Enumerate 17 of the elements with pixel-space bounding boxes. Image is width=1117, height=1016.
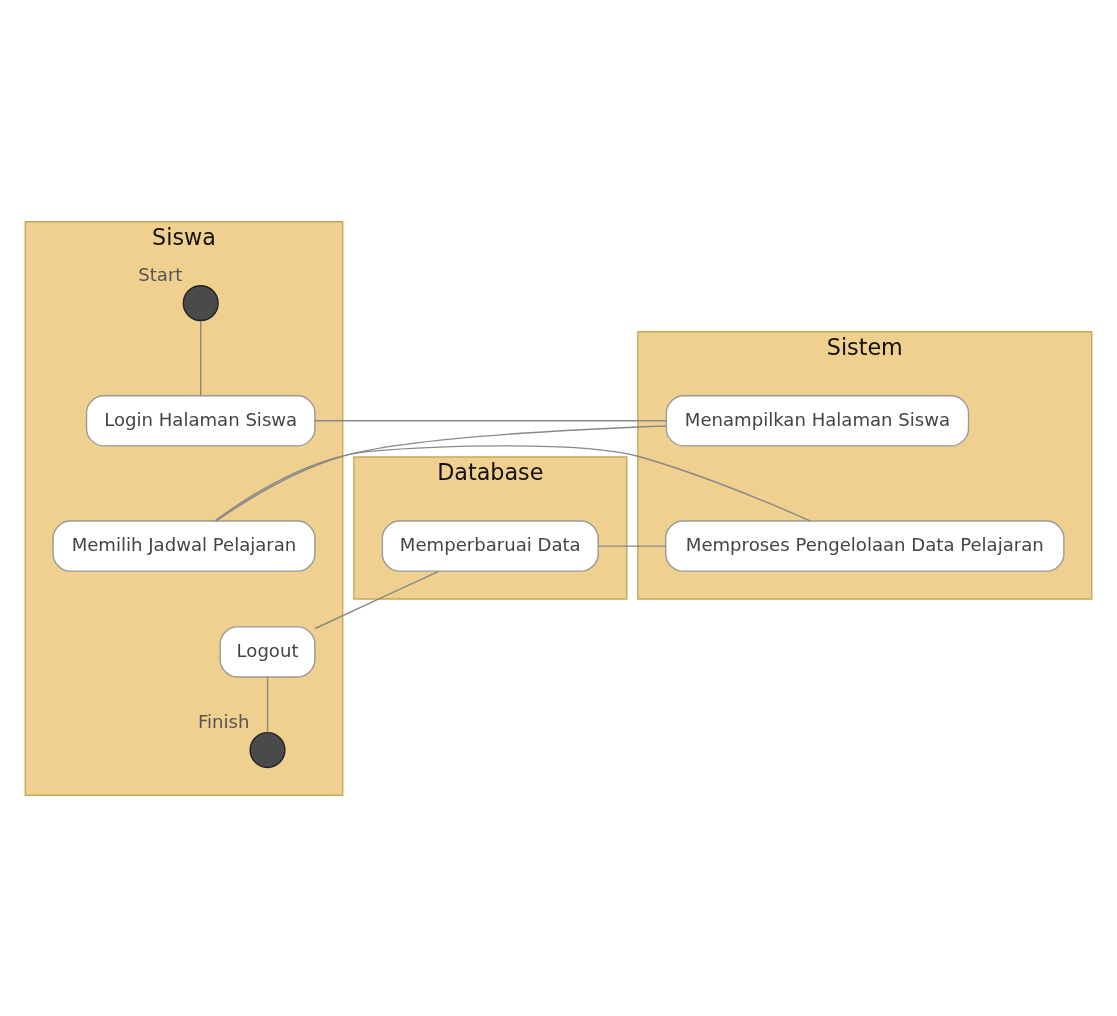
node-label: Start <box>138 263 183 285</box>
connector <box>266 676 269 733</box>
node-box: Memproses Pengelolaan Data Pelajaran <box>665 519 1065 572</box>
connector <box>214 444 811 522</box>
connector <box>314 570 440 629</box>
node-box: Memperbaruai Data <box>381 519 599 572</box>
node-circle <box>249 731 286 768</box>
node-box: Menampilkan Halaman Siswa <box>665 394 970 447</box>
node-box: Memilih Jadwal Pelajaran <box>52 519 316 572</box>
node-box: Login Halaman Siswa <box>85 394 316 447</box>
connector <box>200 319 202 396</box>
node-circle <box>182 284 219 321</box>
connector <box>215 424 667 522</box>
connector <box>314 419 668 421</box>
connector <box>597 544 667 547</box>
node-box: Logout <box>219 625 316 678</box>
node-label: Finish <box>197 710 250 732</box>
